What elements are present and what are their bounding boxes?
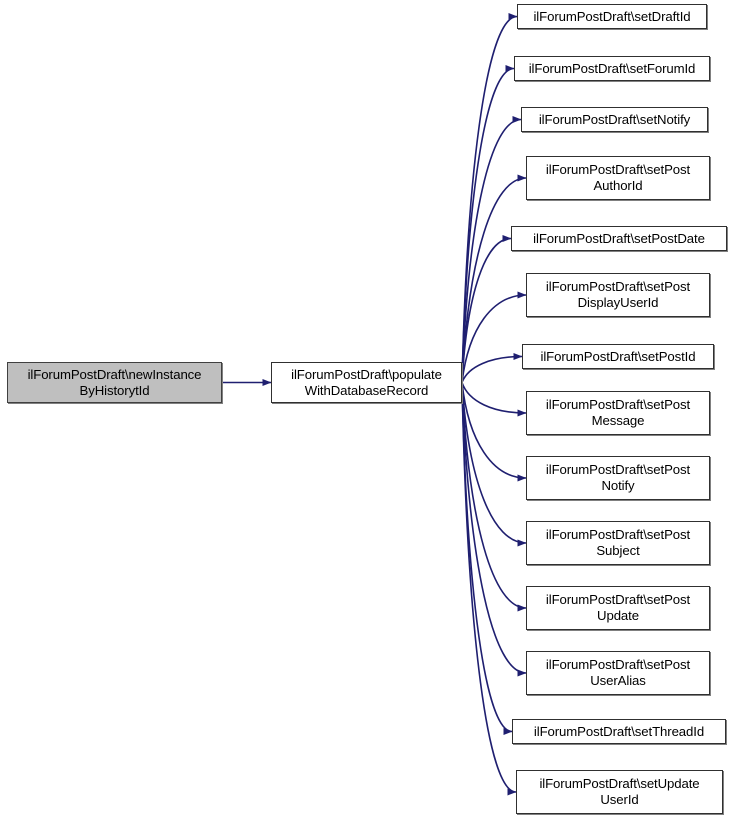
graph-edge-populateWithDatabaseRecord-to-setNotify: [461, 116, 522, 383]
graph-node-setPostSubject[interactable]: ilForumPostDraft\setPost Subject: [526, 521, 710, 565]
graph-edge-populateWithDatabaseRecord-to-setPostNotify: [461, 382, 527, 482]
graph-edge-populateWithDatabaseRecord-to-setDraftId: [461, 13, 518, 383]
graph-node-setPostDisplayUserId[interactable]: ilForumPostDraft\setPost DisplayUserId: [526, 273, 710, 317]
graph-edge-populateWithDatabaseRecord-to-setPostUserAlias: [461, 382, 527, 677]
graph-node-setThreadId[interactable]: ilForumPostDraft\setThreadId: [512, 719, 726, 744]
graph-edge-populateWithDatabaseRecord-to-setPostSubject: [461, 382, 527, 547]
graph-node-label: ilForumPostDraft\setPost Message: [545, 397, 691, 428]
graph-node-setPostAuthorId[interactable]: ilForumPostDraft\setPost AuthorId: [526, 156, 710, 200]
graph-node-label: ilForumPostDraft\setPost Notify: [545, 462, 691, 493]
graph-node-setDraftId[interactable]: ilForumPostDraft\setDraftId: [517, 4, 707, 29]
graph-node-setPostDate[interactable]: ilForumPostDraft\setPostDate: [511, 226, 727, 251]
graph-edge-populateWithDatabaseRecord-to-setForumId: [461, 65, 515, 383]
graph-node-setPostUserAlias[interactable]: ilForumPostDraft\setPost UserAlias: [526, 651, 710, 695]
graph-edge-populateWithDatabaseRecord-to-setUpdateUserId: [461, 382, 517, 796]
graph-node-label: ilForumPostDraft\setPostId: [540, 348, 696, 364]
graph-edge-populateWithDatabaseRecord-to-setPostAuthorId: [461, 174, 527, 383]
graph-edge-populateWithDatabaseRecord-to-setPostDisplayUserId: [461, 291, 527, 383]
graph-node-label: ilForumPostDraft\setPost Subject: [545, 527, 691, 558]
graph-edge-populateWithDatabaseRecord-to-setPostId: [461, 353, 523, 383]
graph-edge-populateWithDatabaseRecord-to-setPostUpdate: [461, 382, 527, 612]
graph-node-setPostId[interactable]: ilForumPostDraft\setPostId: [522, 344, 714, 369]
graph-node-newInstanceByHistoryId[interactable]: ilForumPostDraft\newInstance ByHistorytI…: [7, 362, 222, 403]
graph-node-setPostNotify[interactable]: ilForumPostDraft\setPost Notify: [526, 456, 710, 500]
graph-edge-populateWithDatabaseRecord-to-setPostMessage: [461, 382, 527, 417]
graph-node-label: ilForumPostDraft\setForumId: [528, 60, 696, 76]
graph-node-label: ilForumPostDraft\setPost DisplayUserId: [545, 279, 691, 310]
graph-node-label: ilForumPostDraft\setUpdate UserId: [539, 776, 700, 807]
graph-node-setUpdateUserId[interactable]: ilForumPostDraft\setUpdate UserId: [516, 770, 723, 814]
graph-node-setPostMessage[interactable]: ilForumPostDraft\setPost Message: [526, 391, 710, 435]
graph-node-setNotify[interactable]: ilForumPostDraft\setNotify: [521, 107, 708, 132]
graph-node-label: ilForumPostDraft\setPost AuthorId: [545, 162, 691, 193]
graph-node-setForumId[interactable]: ilForumPostDraft\setForumId: [514, 56, 710, 81]
graph-node-label: ilForumPostDraft\populate WithDatabaseRe…: [291, 366, 442, 398]
graph-node-label: ilForumPostDraft\setPost Update: [545, 592, 691, 623]
graph-node-label: ilForumPostDraft\setDraftId: [533, 8, 691, 24]
graph-node-label: ilForumPostDraft\setPost UserAlias: [545, 657, 691, 688]
graph-node-label: ilForumPostDraft\newInstance ByHistorytI…: [27, 366, 202, 398]
graph-node-label: ilForumPostDraft\setNotify: [538, 111, 691, 127]
graph-node-label: ilForumPostDraft\setPostDate: [533, 230, 705, 246]
graph-edge-populateWithDatabaseRecord-to-setPostDate: [461, 235, 512, 383]
graph-node-setPostUpdate[interactable]: ilForumPostDraft\setPost Update: [526, 586, 710, 630]
graph-node-populateWithDatabaseRecord[interactable]: ilForumPostDraft\populate WithDatabaseRe…: [271, 362, 462, 403]
graph-edge-populateWithDatabaseRecord-to-setThreadId: [461, 382, 513, 735]
graph-node-label: ilForumPostDraft\setThreadId: [533, 723, 705, 739]
